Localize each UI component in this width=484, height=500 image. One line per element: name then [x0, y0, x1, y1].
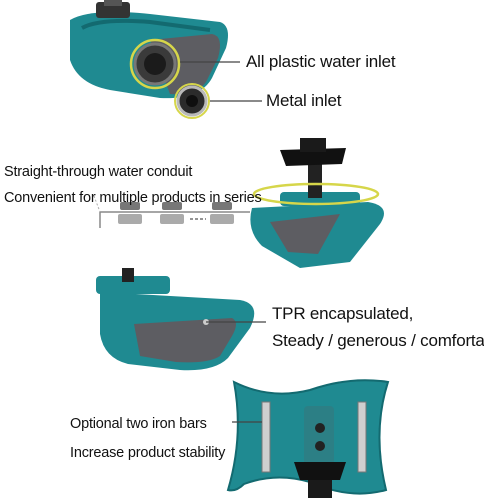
panel-tpr: TPR encapsulated, Steady / generous / co… — [0, 268, 484, 376]
conduit-line-1: Straight-through water conduit — [4, 164, 193, 180]
plastic-inlet-label: All plastic water inlet — [246, 52, 396, 71]
iron-bars-line-1: Optional two iron bars — [70, 416, 207, 432]
tpr-line-2: Steady / generous / comfortable — [272, 331, 484, 350]
conduit-line-2: Convenient for multiple products in seri… — [4, 190, 262, 206]
sprinkler-base-closeup-illustration — [70, 0, 262, 119]
tpr-grip-illustration — [96, 268, 266, 371]
metal-inlet-label: Metal inlet — [266, 91, 342, 110]
base-underside-illustration — [226, 379, 390, 498]
panel-water-inlets: All plastic water inlet Metal inlet — [0, 0, 484, 124]
panel-iron-bars: Optional two iron bars Increase product … — [0, 372, 484, 500]
panel-water-conduit: Straight-through water conduit Convenien… — [0, 126, 484, 268]
tpr-line-1: TPR encapsulated, — [272, 304, 414, 323]
series-connection-illustration — [93, 138, 384, 268]
iron-bars-line-2: Increase product stability — [70, 445, 226, 461]
